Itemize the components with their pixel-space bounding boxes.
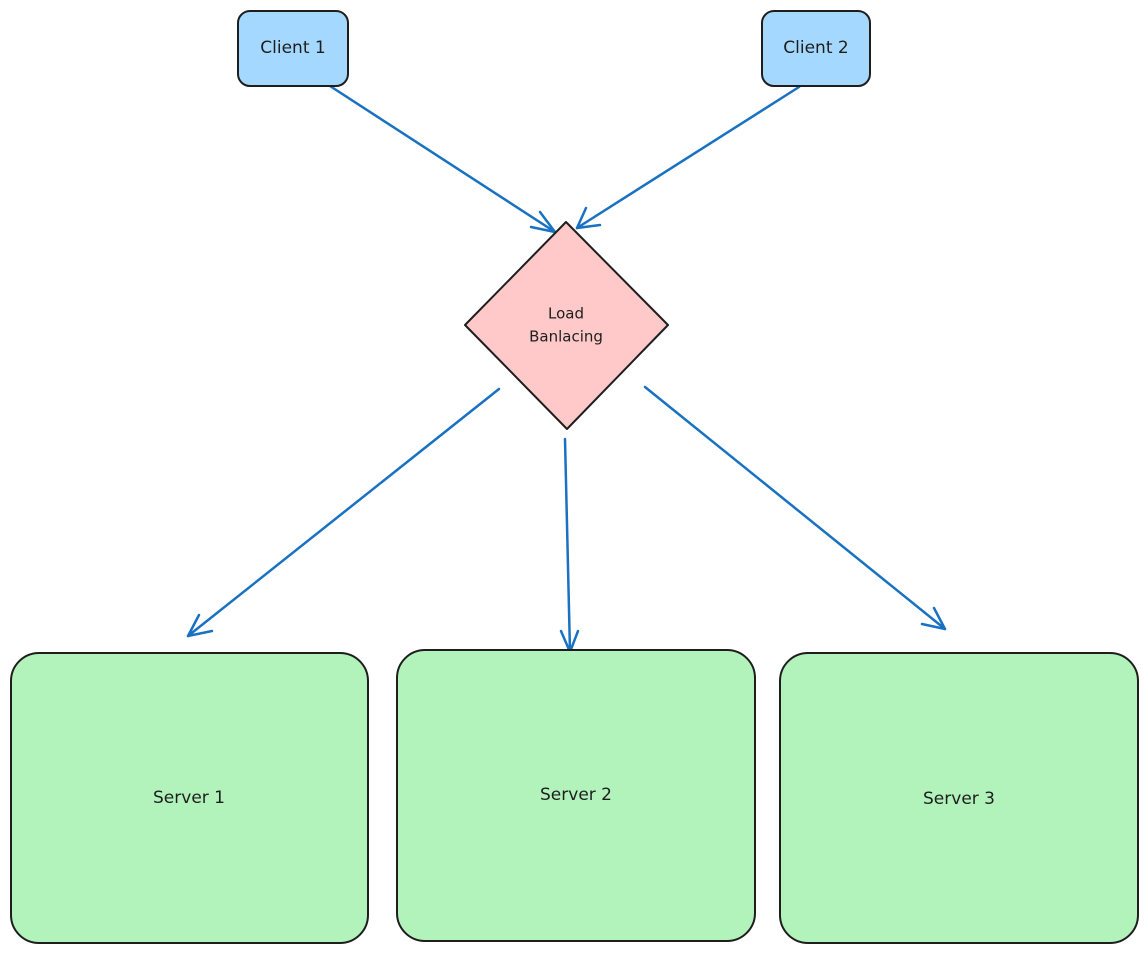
server-node-1[interactable]: Server 1 [10,652,369,944]
server-label: Server 1 [153,788,225,808]
load-balancer-label-line1: Load [548,305,584,323]
edge-lb-to-server1 [186,387,501,638]
arrow-line [563,437,572,654]
server-node-3[interactable]: Server 3 [779,652,1139,944]
arrow-line [575,85,801,230]
load-balancer-node[interactable]: Load Banlacing [464,221,669,430]
edge-lb-to-server2 [559,437,580,654]
arrow-line [643,385,947,631]
client-node-1[interactable]: Client 1 [237,10,349,87]
arrow-head [186,613,214,638]
server-node-2[interactable]: Server 2 [396,649,756,942]
server-box [779,652,1139,944]
server-label: Server 3 [923,789,995,809]
client-box [761,10,871,87]
client-node-2[interactable]: Client 2 [761,10,871,87]
load-balancer-label-line2: Banlacing [529,328,603,346]
server-box [10,652,369,944]
arrow-line [186,387,501,638]
server-label: Server 2 [540,785,612,805]
edge-lb-to-server3 [643,385,947,631]
server-box [396,649,756,942]
arrow-head [529,210,557,234]
client-box [237,10,349,87]
edge-client1-to-lb [328,84,557,234]
client-label: Client 1 [260,38,325,58]
client-label: Client 2 [783,38,848,58]
arrow-head [575,206,602,230]
edge-client2-to-lb [575,85,801,230]
arrow-head [920,606,947,631]
load-balancer-diamond [464,221,669,430]
arrow-line [328,84,557,234]
